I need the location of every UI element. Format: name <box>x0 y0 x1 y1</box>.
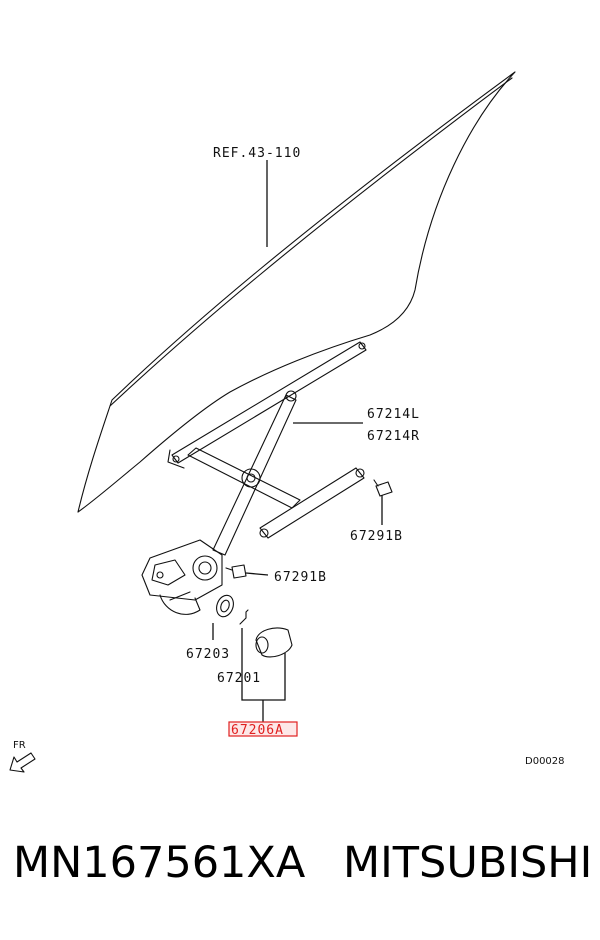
highlight-box <box>228 721 298 737</box>
label-bolt-lower: 67291B <box>274 570 327 585</box>
diagram-code: D00028 <box>525 756 565 767</box>
label-washer: 67203 <box>186 647 230 662</box>
bolt-lower <box>225 564 247 579</box>
front-arrow-icon <box>9 752 36 773</box>
label-fr: FR <box>13 740 26 751</box>
door-glass-inner-edge <box>109 77 513 407</box>
window-handle <box>255 627 293 658</box>
regulator-pivot <box>241 468 261 488</box>
regulator-gear-assembly <box>141 539 223 615</box>
clip <box>239 609 249 625</box>
regulator-arm-secondary <box>187 447 365 539</box>
regulator-arm-main <box>212 390 297 556</box>
label-ref: REF.43-110 <box>213 146 301 161</box>
bolt-upper <box>373 479 393 497</box>
label-regulator-l: 67214L <box>367 407 420 422</box>
label-bolt-upper: 67291B <box>350 529 403 544</box>
regulator-rail <box>167 341 367 469</box>
label-clip: 67201 <box>217 671 261 686</box>
door-glass <box>77 71 516 513</box>
brand-name: MITSUBISHI <box>343 838 593 888</box>
label-handle-set: 67206A <box>231 723 284 738</box>
window-regulator-diagram: REF.43-110 67214L 67214R 67291B 67291B 6… <box>9 71 565 773</box>
label-regulator-r: 67214R <box>367 429 420 444</box>
part-number: MN167561XA <box>13 838 306 888</box>
washer <box>216 594 234 618</box>
footer: MN167561XA MITSUBISHI <box>0 838 600 902</box>
